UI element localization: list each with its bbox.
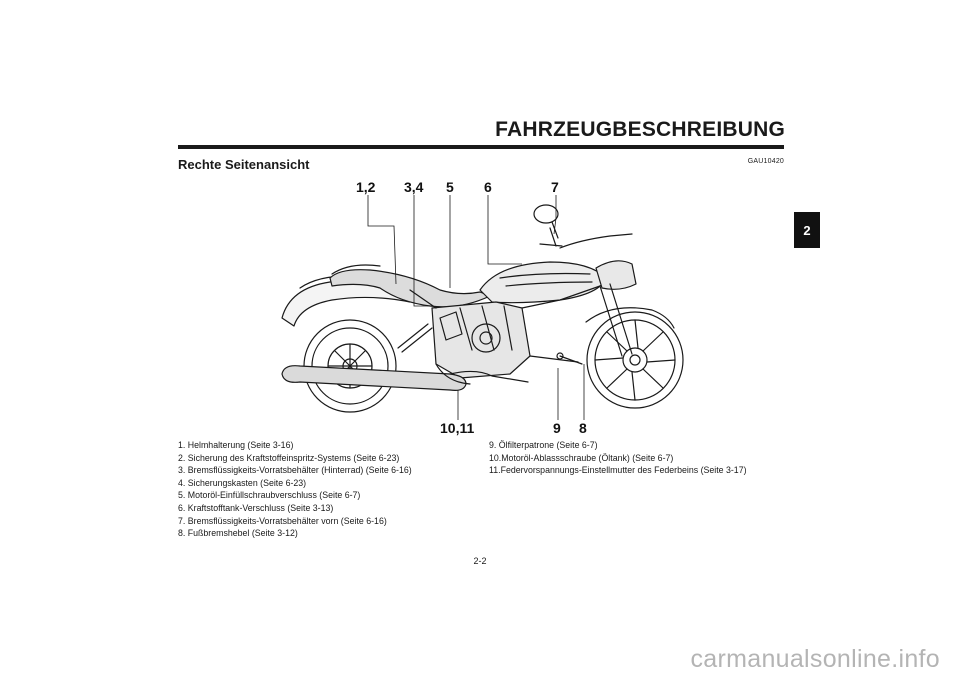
legend-left: 1. Helmhalterung (Seite 3-16) 2. Sicheru… (178, 439, 412, 540)
section-heading: Rechte Seitenansicht (178, 157, 310, 172)
legend-item: 9. Ölfilterpatrone (Seite 6-7) (489, 440, 598, 450)
legend-item: 8. Fußbremshebel (Seite 3-12) (178, 528, 298, 539)
legend-item: 7. Bremsflüssigkeits-Vorratsbehälter vor… (178, 515, 387, 526)
legend-item: 5. Motoröl-Einfüllschraubverschluss (Sei… (178, 490, 361, 501)
legend-right: 9. Ölfilterpatrone (Seite 6-7) 10.Motorö… (489, 439, 747, 477)
callout-6: 6 (484, 179, 492, 195)
legend-item: 3. Bremsflüssigkeits-Vorratsbehälter (Hi… (178, 465, 412, 476)
callout-10-11: 10,11 (440, 420, 474, 436)
legend-item: 2. Sicherung des Kraftstoffeinspritz-Sys… (178, 452, 400, 463)
chapter-tab: 2 (794, 212, 820, 248)
callout-5: 5 (446, 179, 454, 195)
callout-8: 8 (579, 420, 587, 436)
motorcycle-diagram: 1,2 3,4 5 6 7 10,11 9 8 (281, 179, 684, 436)
callout-7: 7 (551, 179, 559, 195)
callout-3-4: 3,4 (404, 179, 424, 195)
doc-code: GAU10420 (747, 158, 784, 165)
legend-item: 1. Helmhalterung (Seite 3-16) (178, 440, 294, 450)
watermark: carmanualsonline.info (690, 645, 940, 673)
front-wheel (586, 311, 684, 409)
legend-item: 4. Sicherungskasten (Seite 6-23) (178, 477, 307, 488)
callout-9: 9 (553, 420, 561, 436)
legend-item: 10.Motoröl-Ablassschraube (Öltank) (Seit… (489, 452, 674, 463)
title-rule (178, 145, 784, 149)
callout-1-2: 1,2 (356, 179, 376, 195)
page-title: FAHRZEUGBESCHREIBUNG (495, 118, 785, 141)
rear-wheel (303, 319, 397, 413)
page-number: 2-2 (473, 556, 487, 566)
legend-item: 11.Federvorspannungs-Einstellmutter des … (489, 465, 747, 476)
legend-item: 6. Kraftstofftank-Verschluss (Seite 3-13… (178, 502, 334, 513)
